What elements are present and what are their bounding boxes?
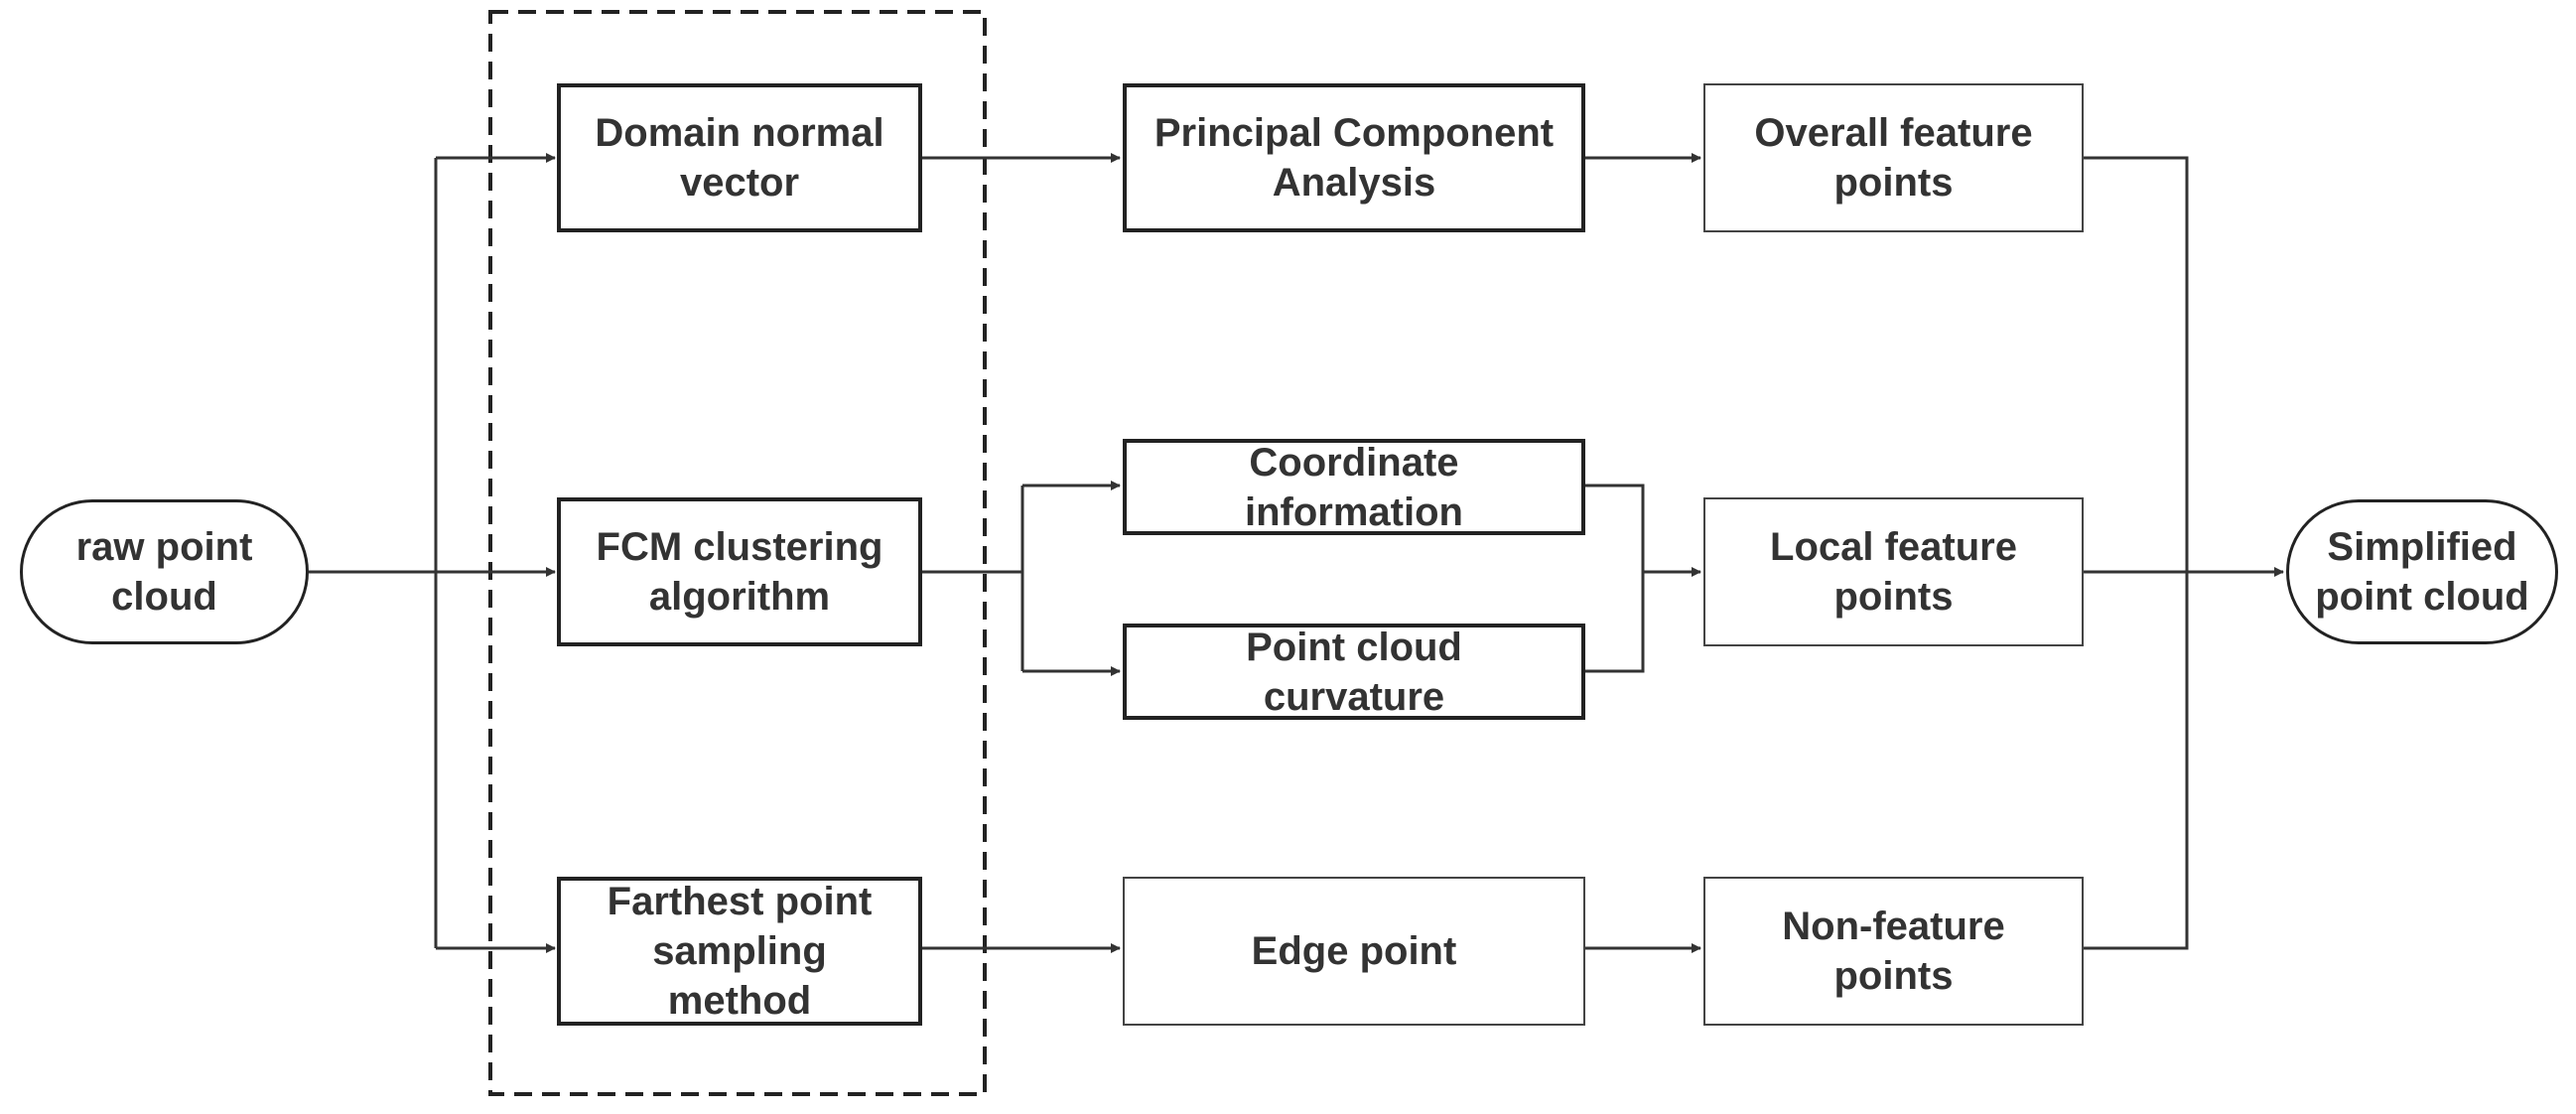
overall-feature-points-node: Overall feature points [1703,83,2084,232]
point-cloud-curvature-label: Point cloud curvature [1246,625,1462,719]
point-cloud-curvature-node: Point cloud curvature [1123,624,1585,720]
coordinate-information-node: Coordinate information [1123,439,1585,535]
non-feature-points-label: Non-feature points [1782,905,2005,998]
raw-point-cloud-label: raw point cloud [75,525,253,619]
local-feature-points-node: Local feature points [1703,497,2084,646]
non-feature-points-node: Non-feature points [1703,877,2084,1026]
dashed-group-frame [488,10,987,1096]
edge-overall-right [2084,156,2189,950]
simplified-point-cloud-node: Simplified point cloud [2286,499,2558,644]
edge-point-label: Edge point [1251,929,1457,973]
domain-normal-vector-node: Domain normal vector [557,83,922,232]
local-feature-points-label: Local feature points [1770,525,2017,619]
pca-node: Principal Component Analysis [1123,83,1585,232]
farthest-point-sampling-label: Farthest point sampling method [607,880,873,1023]
raw-point-cloud-node: raw point cloud [20,499,309,644]
fcm-clustering-label: FCM clustering algorithm [596,525,883,619]
edge-point-node: Edge point [1123,877,1585,1026]
coordinate-information-label: Coordinate information [1245,440,1463,534]
simplified-point-cloud-label: Simplified point cloud [2315,525,2529,619]
pca-label: Principal Component Analysis [1153,111,1555,205]
overall-feature-points-label: Overall feature points [1754,111,2033,205]
farthest-point-sampling-node: Farthest point sampling method [557,877,922,1026]
fcm-clustering-node: FCM clustering algorithm [557,497,922,646]
edge-coord-merge [1585,484,1645,673]
domain-normal-vector-label: Domain normal vector [595,111,884,205]
